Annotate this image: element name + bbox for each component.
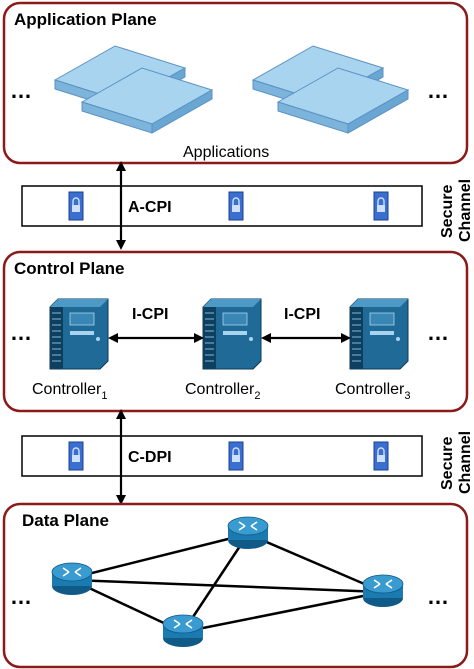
- router-icon: [362, 574, 404, 607]
- control-ellipsis-right: …: [427, 320, 449, 345]
- lock-icon: [373, 441, 389, 471]
- application-stack-right: [251, 45, 410, 134]
- control-plane-title: Control Plane: [14, 259, 125, 278]
- lock-icon: [228, 191, 244, 221]
- controller-2-label: Controller2: [185, 381, 260, 402]
- controller-1-label: Controller1: [32, 381, 107, 402]
- lock-icon: [228, 441, 244, 471]
- controller-3-label: Controller3: [335, 381, 410, 402]
- lock-icon: [68, 191, 84, 221]
- data-ellipsis-right: …: [427, 584, 449, 609]
- router-icon: [227, 516, 269, 549]
- server-icon: [49, 298, 109, 370]
- router-icon: [51, 562, 93, 595]
- c-dpi-label: C-DPI: [128, 449, 172, 466]
- upper-channel-label: Channel: [457, 179, 474, 242]
- data-ellipsis-left: …: [10, 584, 32, 609]
- upper-secure-channel-bar: [21, 185, 423, 227]
- data-plane-title: Data Plane: [22, 511, 109, 530]
- a-cpi-label: A-CPI: [128, 199, 172, 216]
- control-ellipsis-left: …: [10, 320, 32, 345]
- i-cpi-label-left: I-CPI: [132, 306, 168, 323]
- server-icon: [202, 298, 262, 370]
- application-stack-left: [53, 45, 214, 134]
- application-ellipsis-left: …: [10, 78, 32, 103]
- upper-secure-label: Secure: [439, 185, 456, 238]
- i-cpi-label-right: I-CPI: [284, 306, 320, 323]
- lock-icon: [68, 441, 84, 471]
- application-ellipsis-right: …: [427, 78, 449, 103]
- lower-channel-label: Channel: [457, 431, 474, 494]
- router-icon: [162, 614, 204, 647]
- lock-icon: [373, 191, 389, 221]
- lower-secure-channel-bar: [21, 435, 423, 477]
- application-plane-title: Application Plane: [14, 10, 157, 29]
- server-icon: [349, 298, 409, 370]
- applications-caption: Applications: [183, 144, 269, 161]
- lower-secure-label: Secure: [439, 437, 456, 490]
